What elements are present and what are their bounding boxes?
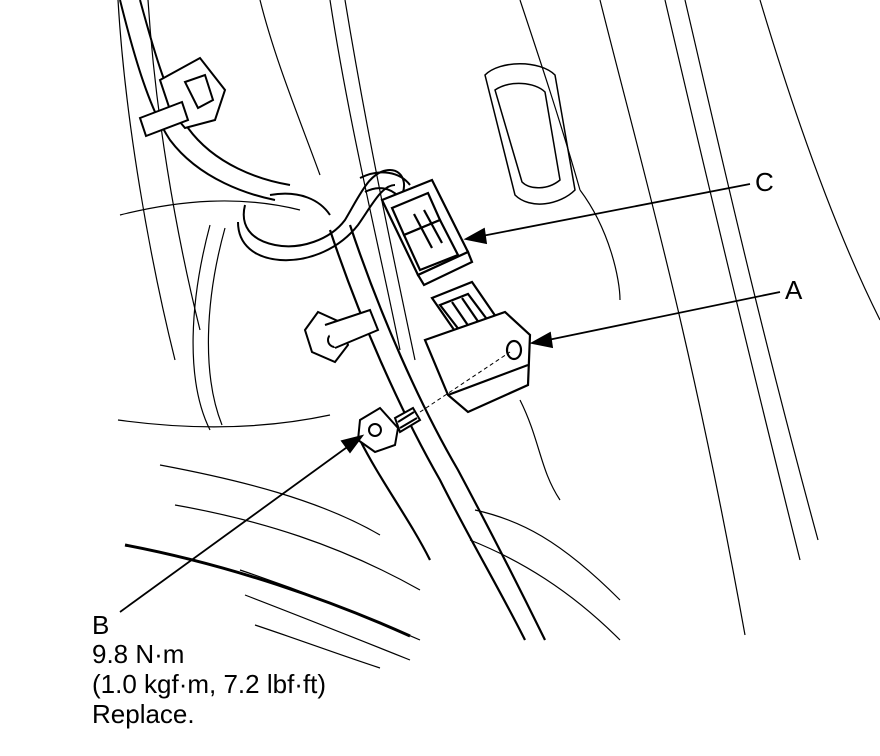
bolt-b-icon	[356, 406, 422, 454]
callout-label-a: A	[785, 275, 803, 305]
torque-value-nm: 9.8 N·m	[92, 639, 185, 669]
panel-pocket	[484, 63, 576, 205]
connector-c-icon	[380, 178, 474, 287]
sensor-a-icon	[423, 280, 532, 414]
replace-note: Replace.	[92, 699, 195, 729]
leader-lines	[119, 183, 781, 613]
harness-retainer-icon	[303, 308, 380, 364]
main-harness	[328, 224, 546, 641]
callout-label-c: C	[755, 167, 774, 197]
callout-label-b: B	[92, 610, 110, 640]
panel-edge	[124, 543, 411, 638]
body-panel-contours	[117, 0, 880, 669]
harness-clip-icon	[138, 56, 227, 138]
torque-value-alternate: (1.0 kgf·m, 7.2 lbf·ft)	[92, 669, 327, 699]
